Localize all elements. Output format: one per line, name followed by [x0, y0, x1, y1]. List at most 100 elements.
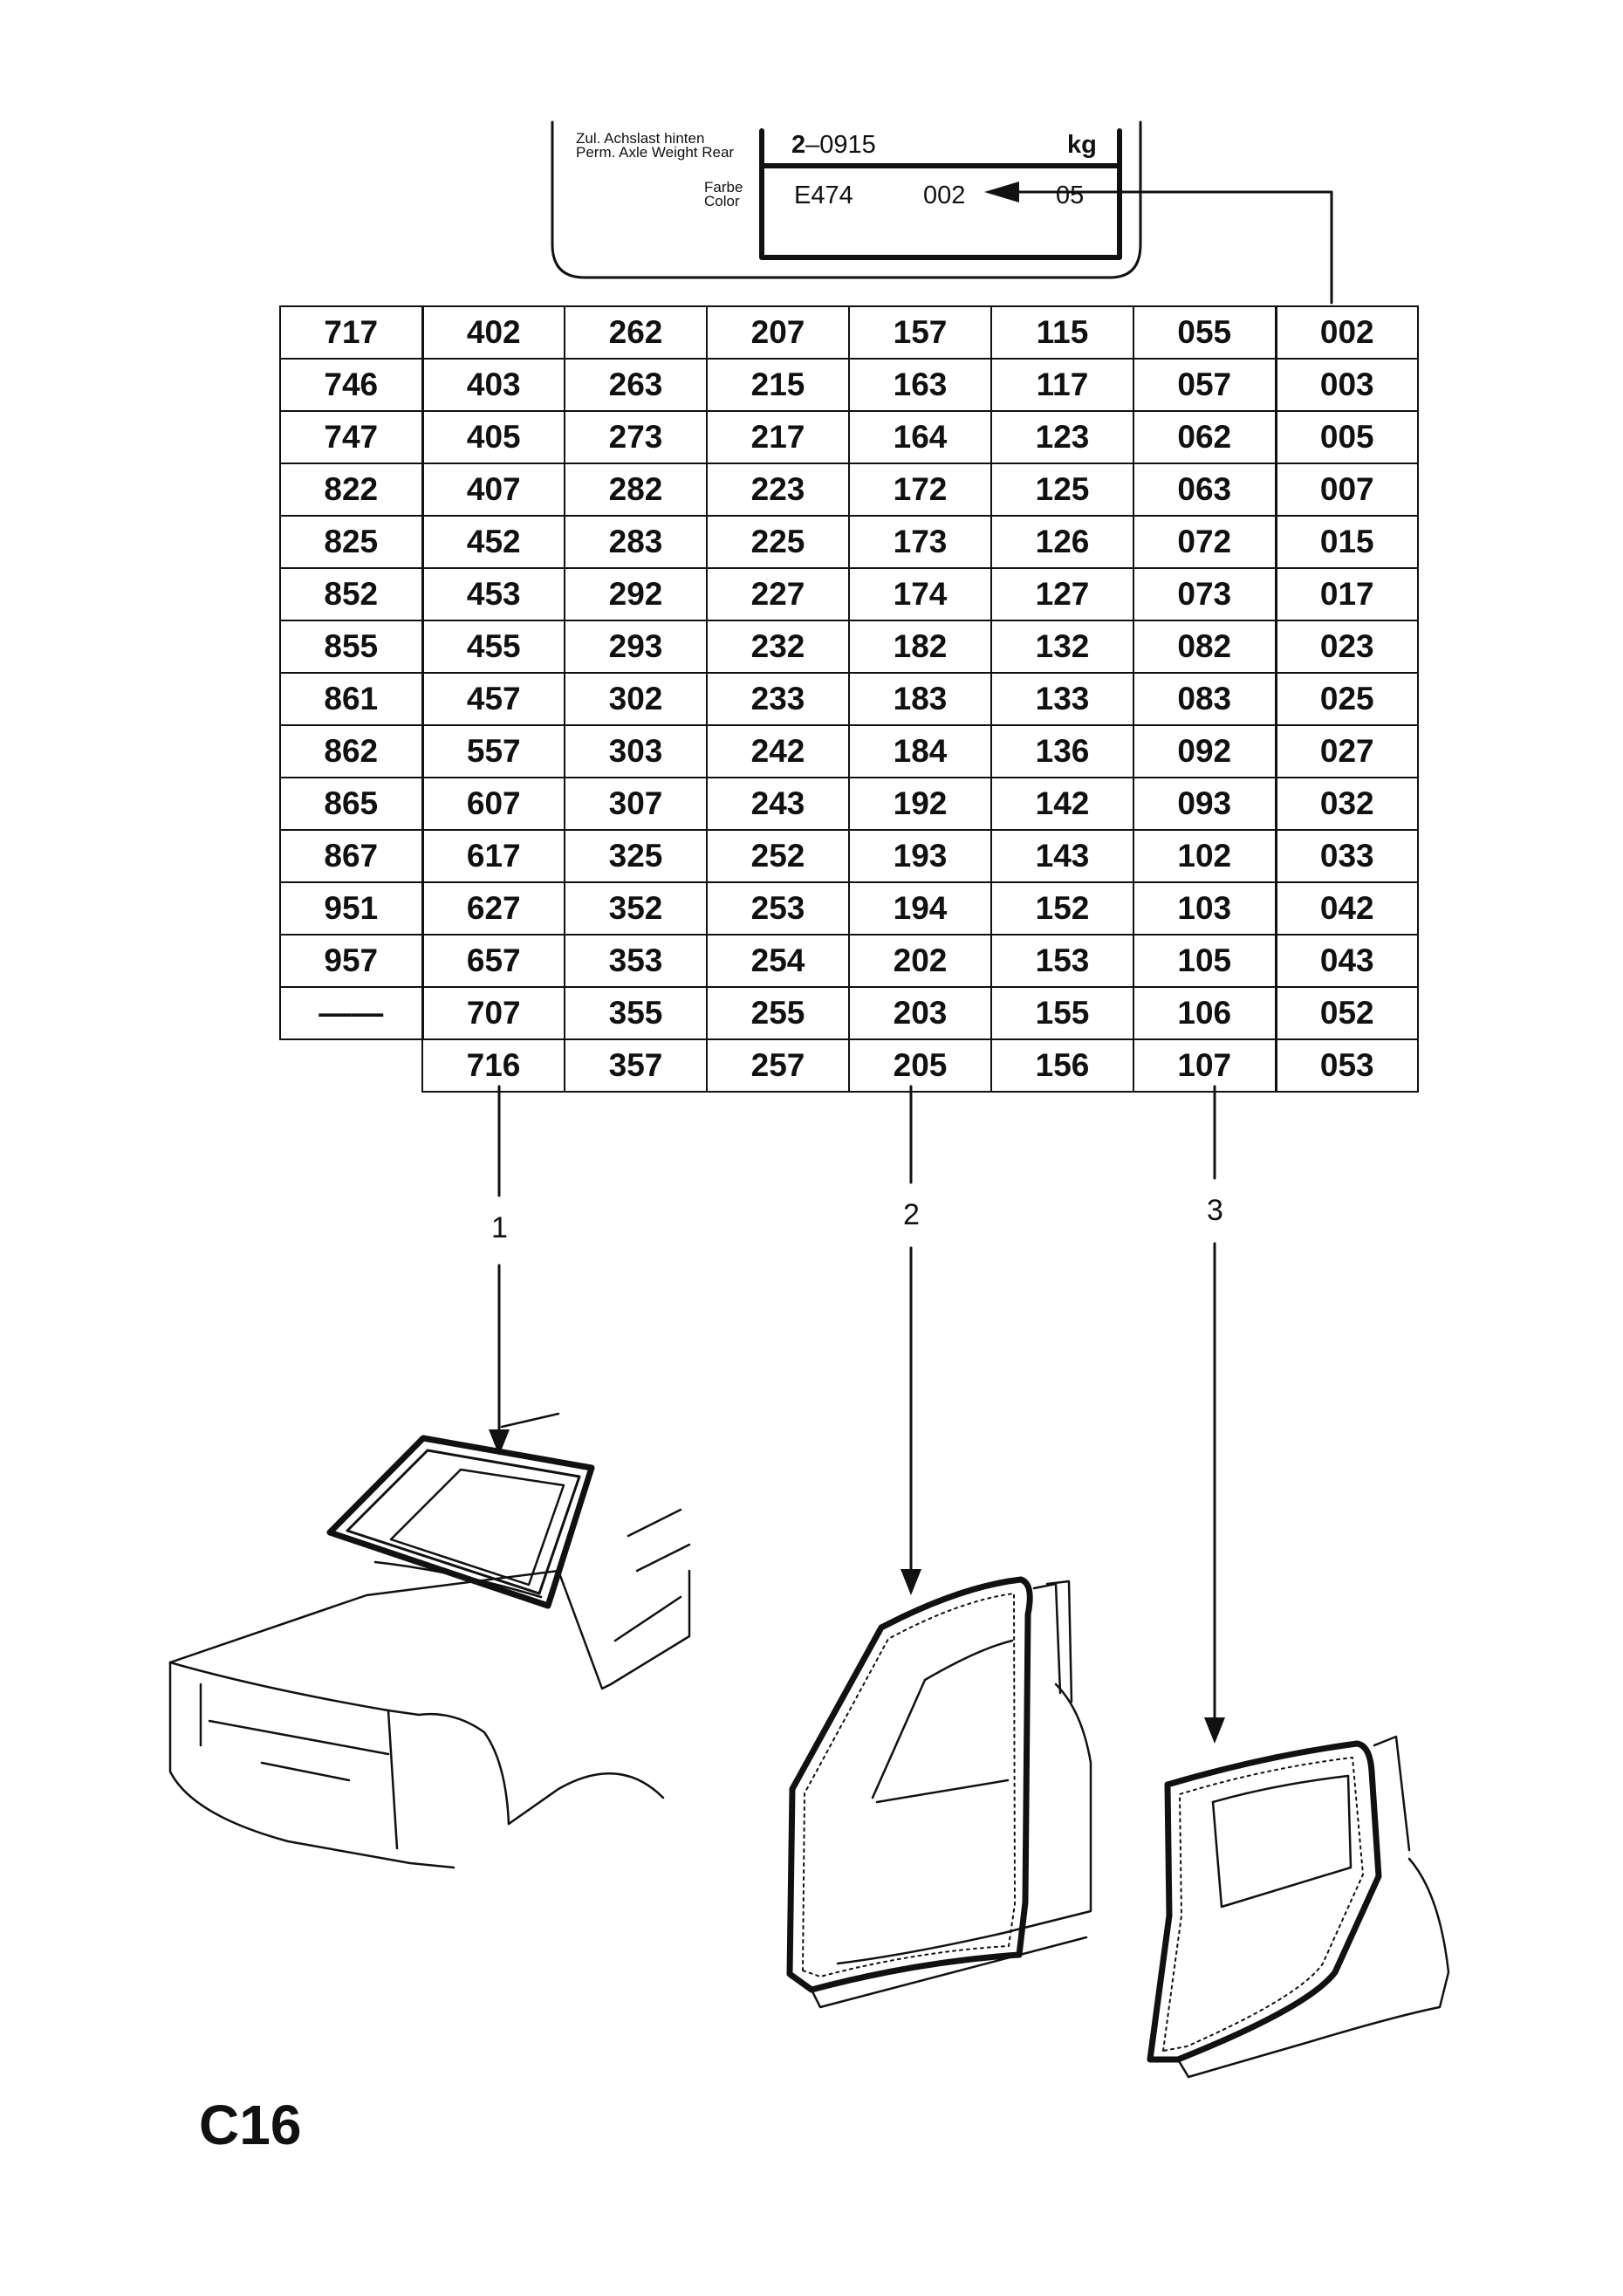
table-cell: 957 — [279, 934, 424, 988]
table-cell: 142 — [990, 777, 1134, 831]
table-cell: 407 — [421, 463, 565, 517]
table-cell: 233 — [706, 672, 850, 726]
table-cell: 452 — [421, 515, 565, 569]
table-cell: 117 — [990, 358, 1134, 412]
table-cell: 173 — [848, 515, 992, 569]
table-cell: 403 — [421, 358, 565, 412]
table-cell: 003 — [1274, 358, 1419, 412]
table-cell: 292 — [564, 567, 708, 621]
table-cell: 355 — [564, 986, 708, 1040]
table-cell: 263 — [564, 358, 708, 412]
table-cell: 093 — [1133, 777, 1277, 831]
table-cell: 405 — [421, 410, 565, 464]
table-cell: 143 — [990, 829, 1134, 883]
color-value: 002 — [923, 182, 966, 209]
table-cell: 027 — [1274, 724, 1419, 778]
table-cell: 205 — [848, 1038, 992, 1093]
table-cell: 043 — [1274, 934, 1419, 988]
table-cell: 105 — [1133, 934, 1277, 988]
table-cell: 242 — [706, 724, 850, 778]
table-cell: 617 — [421, 829, 565, 883]
table-cell: 865 — [279, 777, 424, 831]
table-cell: 325 — [564, 829, 708, 883]
axle-weight-label-de: Zul. Achslast hinten — [576, 130, 705, 147]
table-cell: 127 — [990, 567, 1134, 621]
table-cell: 202 — [848, 934, 992, 988]
table-cell: 262 — [564, 305, 708, 360]
table-cell: 825 — [279, 515, 424, 569]
table-cell: 052 — [1274, 986, 1419, 1040]
table-cell: 203 — [848, 986, 992, 1040]
color-code-arrow — [984, 182, 1333, 305]
table-cell: 282 — [564, 463, 708, 517]
table-cell: 951 — [279, 881, 424, 936]
table-cell: 194 — [848, 881, 992, 936]
table-cell: 455 — [421, 620, 565, 674]
table-cell: 255 — [706, 986, 850, 1040]
table-cell: 172 — [848, 463, 992, 517]
table-cell: 747 — [279, 410, 424, 464]
table-cell: 307 — [564, 777, 708, 831]
table-cell: 042 — [1274, 881, 1419, 936]
table-cell: 023 — [1274, 620, 1419, 674]
table-cell: 164 — [848, 410, 992, 464]
table-cell: 855 — [279, 620, 424, 674]
table-cell: 293 — [564, 620, 708, 674]
table-cell: 223 — [706, 463, 850, 517]
table-cell: 132 — [990, 620, 1134, 674]
table-cell: 402 — [421, 305, 565, 360]
table-cell: 357 — [564, 1038, 708, 1093]
table-cell: 353 — [564, 934, 708, 988]
table-cell: 032 — [1274, 777, 1419, 831]
table-cell: 717 — [279, 305, 424, 360]
table-cell: 083 — [1133, 672, 1277, 726]
table-cell: 867 — [279, 829, 424, 883]
table-cell: 192 — [848, 777, 992, 831]
callout-3: 3 — [1207, 1194, 1223, 1227]
table-cell: 273 — [564, 410, 708, 464]
color-label-en: Color — [704, 193, 740, 209]
table-cell: —— — [279, 986, 424, 1040]
axle-weight-value: 2–0915 — [791, 131, 876, 159]
table-cell: 707 — [421, 986, 565, 1040]
table-cell: 182 — [848, 620, 992, 674]
table-cell: 156 — [990, 1038, 1134, 1093]
table-cell: 657 — [421, 934, 565, 988]
table-cell: 152 — [990, 881, 1134, 936]
id-plate-outline — [551, 120, 1142, 279]
table-cell: 007 — [1274, 463, 1419, 517]
table-cell: 716 — [421, 1038, 565, 1093]
table-cell: 184 — [848, 724, 992, 778]
table-cell: 557 — [421, 724, 565, 778]
table-cell: 063 — [1133, 463, 1277, 517]
table-cell: 057 — [1133, 358, 1277, 412]
front-door-illustration — [786, 1576, 1092, 2009]
color-label-de: Farbe — [704, 179, 743, 195]
table-cell: 155 — [990, 986, 1134, 1040]
table-cell: 103 — [1133, 881, 1277, 936]
table-cell: 457 — [421, 672, 565, 726]
table-cell: 243 — [706, 777, 850, 831]
color-value-struck: 05 — [1056, 182, 1085, 209]
table-cell: 232 — [706, 620, 850, 674]
table-cell: 062 — [1133, 410, 1277, 464]
table-cell: 072 — [1133, 515, 1277, 569]
table-cell: 283 — [564, 515, 708, 569]
table-cell: 627 — [421, 881, 565, 936]
table-cell: 174 — [848, 567, 992, 621]
callout-1: 1 — [491, 1211, 508, 1244]
table-cell: 252 — [706, 829, 850, 883]
table-cell: 005 — [1274, 410, 1419, 464]
weight-unit: kg — [1067, 131, 1097, 159]
table-cell: 133 — [990, 672, 1134, 726]
table-cell: 207 — [706, 305, 850, 360]
